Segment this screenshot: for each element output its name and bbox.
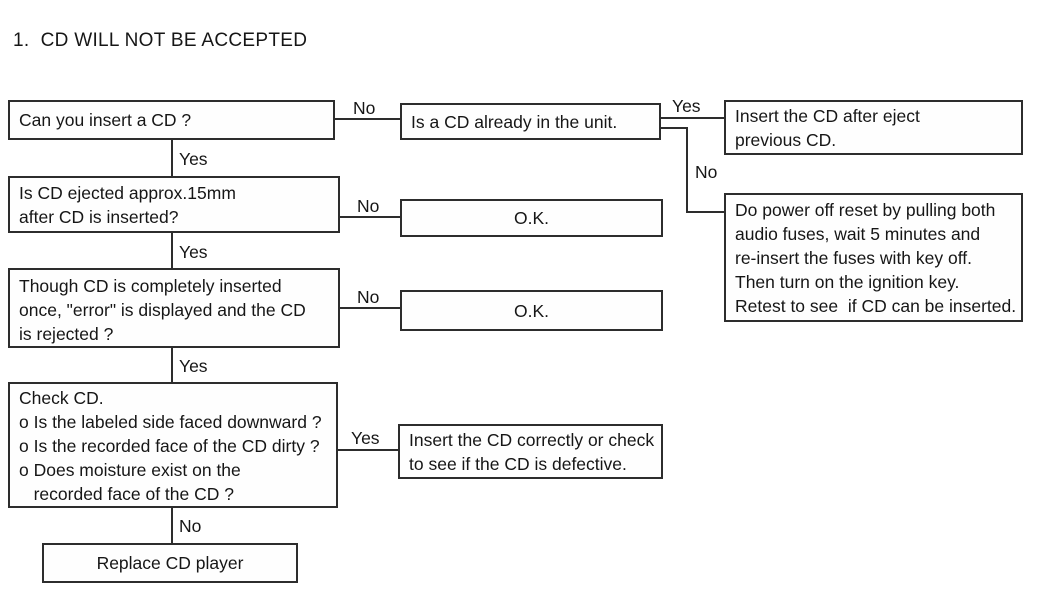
node-ok-2: O.K. [400, 290, 663, 331]
connector-ejected-no [340, 216, 400, 218]
edge-label-can-insert-yes: Yes [179, 149, 208, 169]
connector-can-insert-no [335, 118, 400, 120]
connector-already-yes [661, 117, 724, 119]
connector-error-yes [171, 348, 173, 382]
edge-label-ejected-no: No [357, 196, 380, 216]
connector-already-no-v [686, 127, 688, 213]
connector-check-yes [338, 449, 398, 451]
connector-error-no [340, 307, 400, 309]
node-ok-1: O.K. [400, 199, 663, 237]
connector-check-no [171, 508, 173, 543]
connector-already-no-h1 [661, 127, 688, 129]
edge-label-error-yes: Yes [179, 356, 208, 376]
node-error-displayed: Though CD is completely inserted once, "… [8, 268, 340, 348]
connector-can-insert-yes [171, 140, 173, 176]
node-cd-ejected-15mm: Is CD ejected approx.15mm after CD is in… [8, 176, 340, 233]
node-cd-already-in-unit: Is a CD already in the unit. [400, 103, 661, 140]
edge-label-error-no: No [357, 287, 380, 307]
node-power-off-reset: Do power off reset by pulling both audio… [724, 193, 1023, 322]
node-insert-cd-correctly: Insert the CD correctly or check to see … [398, 424, 663, 479]
edge-label-already-yes: Yes [672, 96, 701, 116]
connector-ejected-yes [171, 233, 173, 268]
node-check-cd: Check CD. o Is the labeled side faced do… [8, 382, 338, 508]
connector-already-no-h2 [686, 211, 724, 213]
node-can-insert-cd: Can you insert a CD ? [8, 100, 335, 140]
edge-label-already-no: No [695, 162, 718, 182]
edge-label-can-insert-no: No [353, 98, 376, 118]
node-insert-after-eject: Insert the CD after eject previous CD. [724, 100, 1023, 155]
node-replace-cd-player: Replace CD player [42, 543, 298, 583]
page-title: 1. CD WILL NOT BE ACCEPTED [13, 30, 308, 51]
edge-label-check-yes: Yes [351, 428, 380, 448]
edge-label-check-no: No [179, 516, 202, 536]
edge-label-ejected-yes: Yes [179, 242, 208, 262]
